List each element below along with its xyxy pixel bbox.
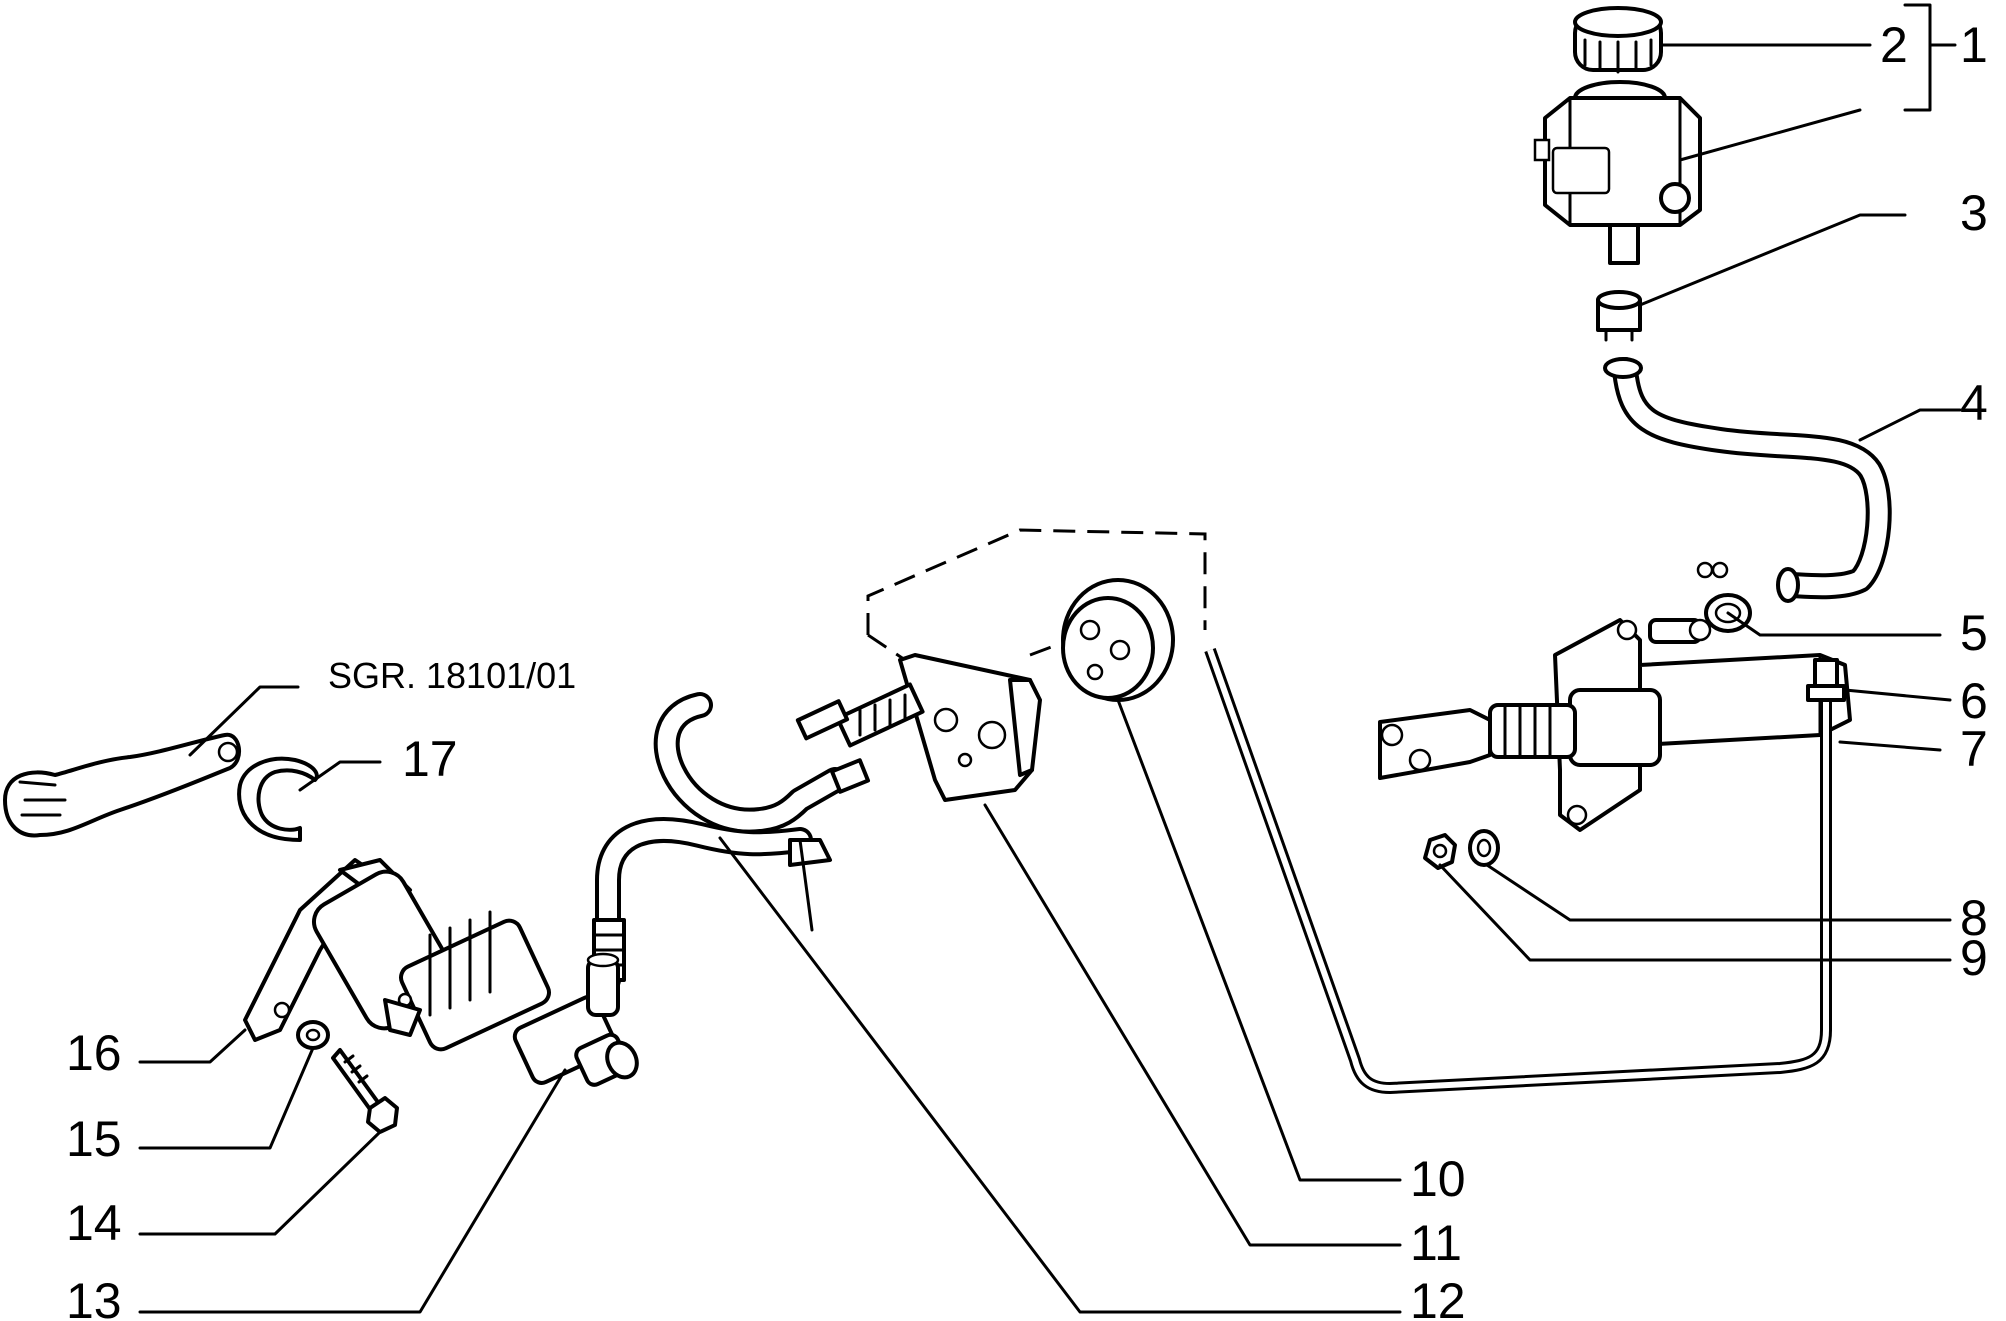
callout-12: 12 — [1410, 1273, 1466, 1321]
callout-9: 9 — [1960, 930, 1988, 986]
callout-2: 2 — [1880, 17, 1908, 73]
assembly-reference-label: SGR. 18101/01 — [328, 655, 576, 696]
callout-3: 3 — [1960, 185, 1988, 241]
flexible-hose-assembly — [592, 682, 925, 993]
callout-15: 15 — [66, 1111, 122, 1167]
callout-10: 10 — [1410, 1151, 1466, 1207]
nut — [1423, 833, 1457, 870]
assembly-relation-line — [866, 528, 1207, 635]
rigid-pipe — [1204, 647, 1846, 1094]
reservoir-cap — [1573, 6, 1663, 74]
bolt — [331, 1048, 399, 1134]
callout-8: 8 — [1960, 890, 1988, 946]
slave-cylinder — [243, 858, 639, 1087]
leader-lines — [138, 3, 1962, 1314]
clamp-ring — [1596, 290, 1642, 342]
callout-4: 4 — [1960, 375, 1988, 431]
master-cylinder — [1378, 618, 1852, 832]
mounting-bracket — [898, 653, 1042, 802]
callout-11: 11 — [1410, 1215, 1462, 1271]
spring-washer — [296, 1020, 330, 1050]
grommet — [1061, 578, 1175, 702]
callout-7: 7 — [1960, 721, 1988, 777]
circlip — [237, 756, 319, 842]
callout-numbers: 1 2 3 4 5 6 7 8 9 10 11 12 13 14 15 16 1… — [66, 17, 1988, 1321]
callout-1: 1 — [1960, 17, 1988, 73]
callout-13: 13 — [66, 1273, 122, 1321]
callout-16: 16 — [66, 1025, 122, 1081]
callout-5: 5 — [1960, 605, 1988, 661]
callout-14: 14 — [66, 1195, 122, 1251]
release-lever — [3, 732, 241, 838]
callout-17: 17 — [402, 731, 458, 787]
feed-hose — [1603, 357, 1892, 603]
reservoir-body — [1533, 80, 1702, 265]
washer — [1468, 829, 1500, 867]
callout-6: 6 — [1960, 673, 1988, 729]
